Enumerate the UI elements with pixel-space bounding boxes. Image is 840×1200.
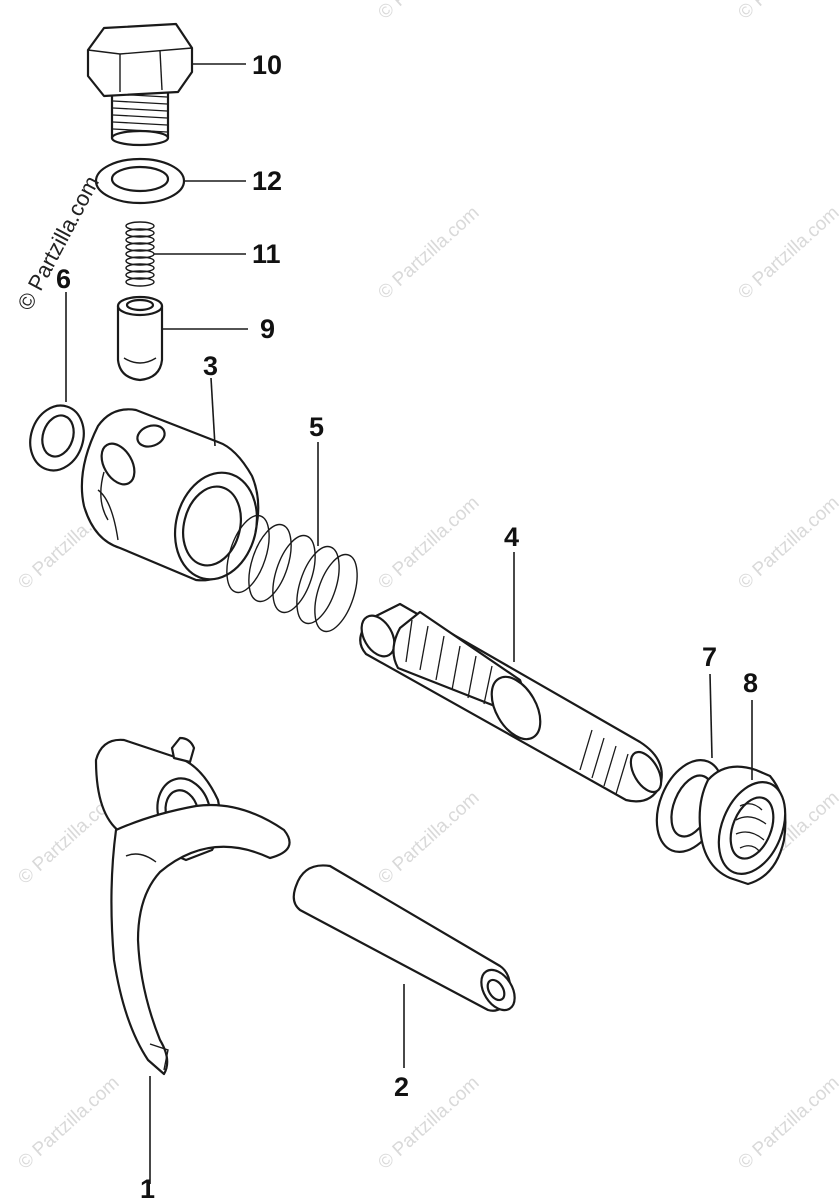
- part-4-shaft: [359, 552, 663, 803]
- part-12-washer: [94, 157, 246, 205]
- part-1-shift-fork: [94, 736, 291, 1184]
- callout-11: 11: [252, 239, 281, 269]
- watermark-text: © Partzilla.com: [374, 492, 483, 593]
- part-3-cam-sleeve: [80, 377, 260, 582]
- part-8-nut: [698, 700, 787, 886]
- watermark-text: © Partzilla.com: [14, 1072, 123, 1173]
- part-6-washer: [29, 292, 85, 472]
- watermark-text: © Partzilla.com: [734, 0, 840, 24]
- callout-5: 5: [309, 412, 324, 442]
- watermark-text: © Partzilla.com: [734, 202, 840, 303]
- callout-2: 2: [394, 1072, 409, 1102]
- callout-7: 7: [702, 642, 717, 672]
- callout-9: 9: [260, 314, 275, 344]
- part-5-spring: [226, 442, 358, 633]
- callout-1: 1: [140, 1174, 155, 1200]
- watermark-text: © Partzilla.com: [374, 0, 483, 24]
- watermark-text: © Partzilla.com: [734, 492, 840, 593]
- watermark-text: © Partzilla.com: [374, 787, 483, 888]
- watermark-text: © Partzilla.com: [374, 1072, 483, 1173]
- callout-3: 3: [203, 351, 218, 381]
- callout-12: 12: [252, 166, 282, 196]
- callout-10: 10: [252, 50, 282, 80]
- part-11-spring: [125, 221, 246, 290]
- callout-8: 8: [743, 668, 758, 698]
- callout-4: 4: [504, 522, 519, 552]
- part-2-fork-shaft: [292, 864, 516, 1068]
- callout-labels: 10 12 11 9 6 3 5 4 7 8 2 1: [56, 50, 758, 1200]
- watermark-text: © Partzilla.com: [374, 202, 483, 303]
- callout-6: 6: [56, 264, 71, 294]
- watermark-text: © Partzilla.com: [734, 1072, 840, 1173]
- part-9-plunger: [116, 295, 248, 382]
- part-10-bolt: [86, 22, 246, 147]
